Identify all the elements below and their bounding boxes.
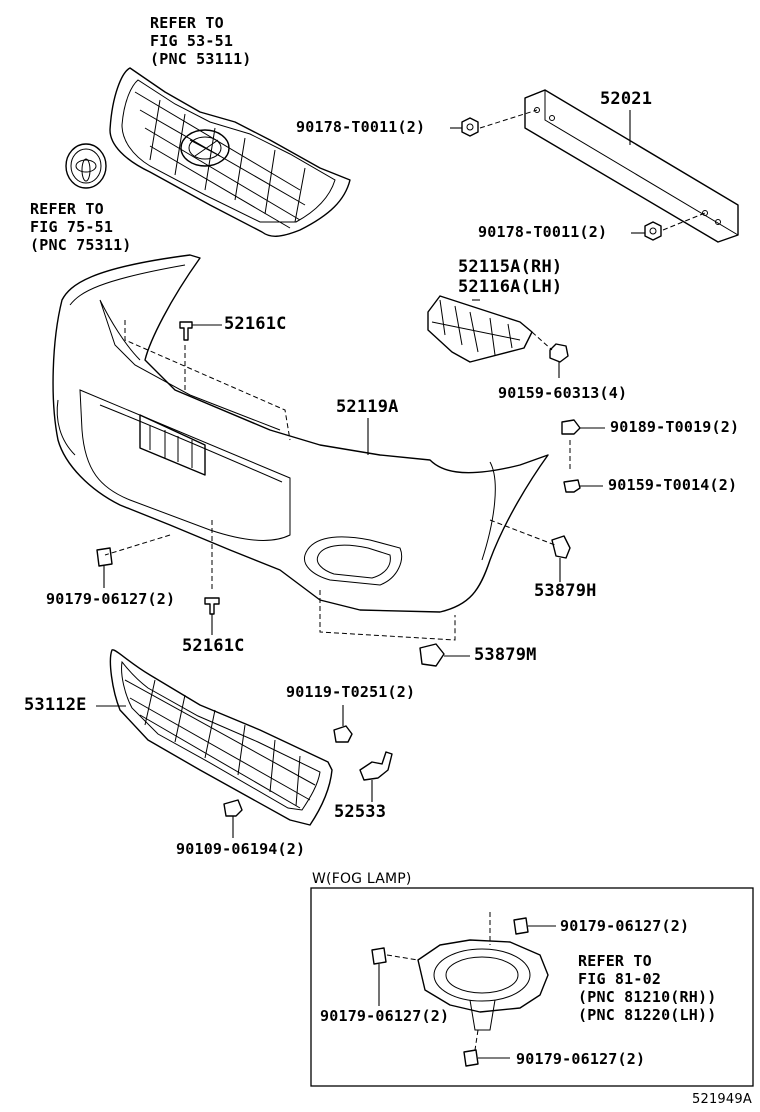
label-fog-nut-bottom: 90179-06127(2) xyxy=(516,1050,646,1068)
clip-53879h xyxy=(551,535,571,582)
label-retainer-rh: 52115A(RH) xyxy=(458,257,563,277)
label-53879m: 53879M xyxy=(474,645,537,665)
front-bumper-cover xyxy=(52,254,571,641)
radiator-grille xyxy=(109,67,351,237)
label-90119: 90119-T0251(2) xyxy=(286,683,416,701)
screw-90159 xyxy=(563,479,603,493)
label-retainer-lh: 52116A(LH) xyxy=(458,277,563,297)
label-fog-nut-top: 90179-06127(2) xyxy=(560,917,690,935)
retainer-screw xyxy=(531,331,569,378)
label-52119a: 52119A xyxy=(336,397,399,417)
label-53112e: 53112E xyxy=(24,695,87,715)
clip-52161c-upper xyxy=(179,321,222,341)
emblem-ref-line2: FIG 75-51 xyxy=(30,218,114,236)
fog-nut-top xyxy=(513,917,556,935)
label-90189: 90189-T0019(2) xyxy=(610,418,740,436)
emblem-ref-line3: (PNC 75311) xyxy=(30,236,132,254)
emblem xyxy=(65,143,107,189)
label-fog-lamp-title: W(FOG LAMP) xyxy=(312,871,412,887)
grille-ref-line1: REFER TO xyxy=(150,14,224,32)
fog-nut-bottom xyxy=(463,1049,510,1067)
label-52161c-upper: 52161C xyxy=(224,314,287,334)
label-52533: 52533 xyxy=(334,802,387,822)
bumper-retainer xyxy=(427,295,533,363)
bumper-reinforcement xyxy=(524,89,739,243)
label-fog-nut-left: 90179-06127(2) xyxy=(320,1007,450,1025)
label-90179-left: 90179-06127(2) xyxy=(46,590,176,608)
clip-52161c-lower xyxy=(204,597,220,635)
bracket-52533 xyxy=(359,751,393,802)
fog-lamp-box xyxy=(310,887,754,1087)
grille-ref-line3: (PNC 53111) xyxy=(150,50,252,68)
leader-lines xyxy=(367,110,645,455)
bolt-90119 xyxy=(333,705,353,743)
label-nut-lower: 90178-T0011(2) xyxy=(478,223,608,241)
fog-ref-line2: FIG 81-02 xyxy=(578,970,662,988)
nut-90179-left xyxy=(96,547,113,588)
fog-nut-left xyxy=(371,947,387,1006)
clip-53879m xyxy=(419,643,470,667)
label-53879h: 53879H xyxy=(534,581,597,601)
fog-ref-line1: REFER TO xyxy=(578,952,652,970)
emblem-ref-line1: REFER TO xyxy=(30,200,104,218)
fog-ref-line3: (PNC 81210(RH)) xyxy=(578,988,717,1006)
clip-90189 xyxy=(561,419,605,435)
label-90159: 90159-T0014(2) xyxy=(608,476,738,494)
label-nut-upper: 90178-T0011(2) xyxy=(296,118,426,136)
diagram-code: 521949A xyxy=(692,1092,752,1107)
label-90109: 90109-06194(2) xyxy=(176,840,306,858)
reinforcement-nuts xyxy=(461,109,706,241)
fog-lamp xyxy=(386,912,549,1051)
label-52161c-lower: 52161C xyxy=(182,636,245,656)
grille-ref-line2: FIG 53-51 xyxy=(150,32,234,50)
label-retainer-screw: 90159-60313(4) xyxy=(498,384,628,402)
screw-90109 xyxy=(223,799,243,838)
lower-grille xyxy=(96,649,333,826)
label-52021: 52021 xyxy=(600,89,653,109)
fog-ref-line4: (PNC 81220(LH)) xyxy=(578,1006,717,1024)
